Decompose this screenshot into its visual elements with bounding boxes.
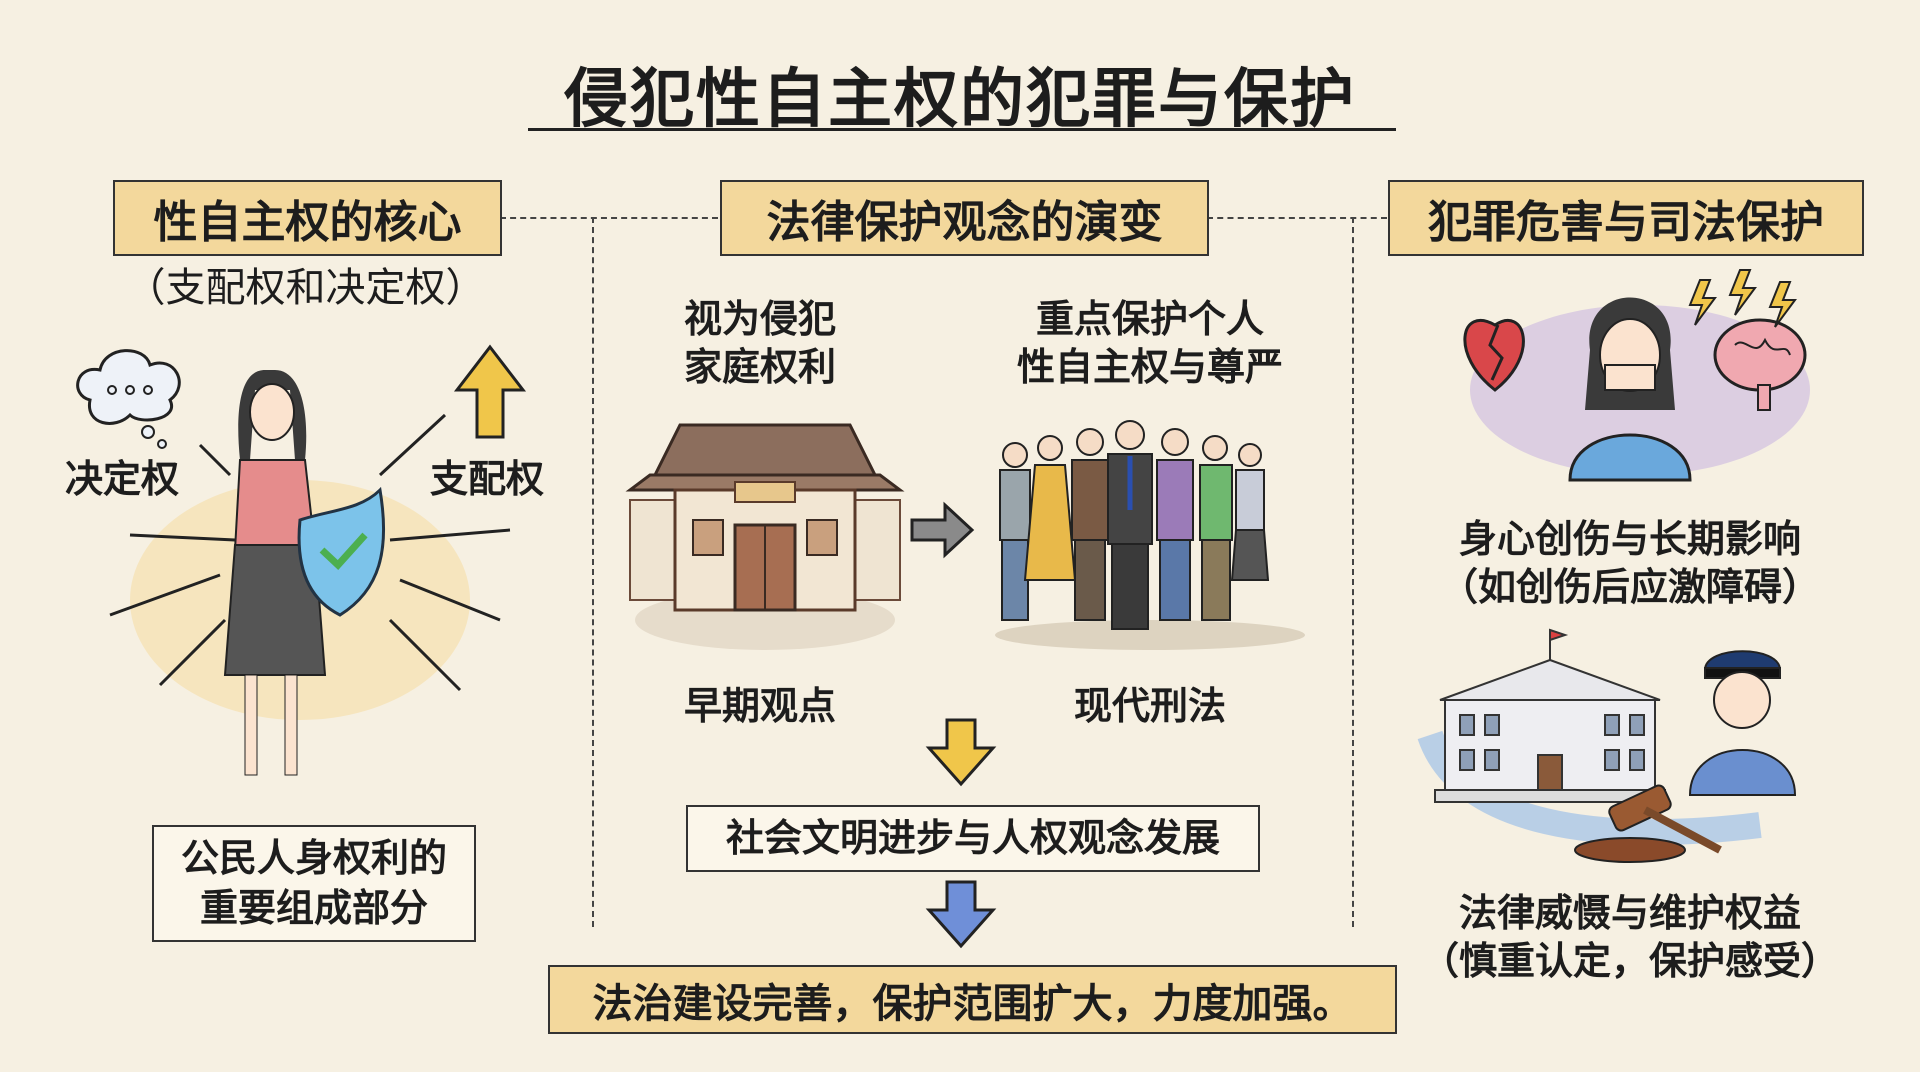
law-subtitle: （慎重认定，保护感受） bbox=[1420, 939, 1839, 983]
brain-icon bbox=[1713, 318, 1807, 411]
title-underline bbox=[528, 128, 1396, 131]
label-control-right: 支配权 bbox=[430, 457, 545, 501]
connector-left-middle bbox=[500, 217, 718, 219]
early-desc-line-1: 视为侵犯 bbox=[683, 297, 836, 341]
up-arrow-icon bbox=[453, 344, 527, 439]
traditional-house-illustration bbox=[625, 423, 905, 650]
woman-with-shield-illustration bbox=[109, 370, 511, 776]
right-header: 犯罪危害与司法保护 bbox=[1388, 180, 1864, 256]
box-line-2: 重要组成部分 bbox=[199, 885, 428, 930]
gavel-icon bbox=[1574, 784, 1722, 863]
early-label: 早期观点 bbox=[683, 684, 836, 728]
lightning-icon bbox=[1688, 269, 1797, 328]
connector-middle-right bbox=[1207, 217, 1387, 219]
modern-desc-line-2: 性自主权与尊严 bbox=[1016, 344, 1283, 389]
modern-description: 重点保护个人 性自主权与尊严 bbox=[970, 296, 1330, 391]
courthouse-icon bbox=[1434, 628, 1666, 803]
police-officer-icon bbox=[1688, 650, 1797, 796]
harm-subtitle: （如创伤后应激障碍） bbox=[1439, 565, 1820, 609]
harm-title: 身心创伤与长期影响 bbox=[1458, 517, 1801, 561]
early-description: 视为侵犯 家庭权利 bbox=[610, 296, 910, 391]
down-arrow-blue-icon bbox=[925, 880, 997, 949]
middle-header: 法律保护观念的演变 bbox=[720, 180, 1209, 256]
trauma-illustration bbox=[1463, 269, 1810, 482]
page-title: 侵犯性自主权的犯罪与保护 bbox=[564, 63, 1356, 137]
down-arrow-yellow-icon bbox=[925, 718, 997, 787]
label-decide-right: 决定权 bbox=[65, 457, 180, 501]
progress-box: 社会文明进步与人权观念发展 bbox=[686, 805, 1260, 872]
divider-left bbox=[592, 217, 594, 927]
modern-desc-line-1: 重点保护个人 bbox=[1035, 297, 1264, 341]
result-box: 法治建设完善，保护范围扩大，力度加强。 bbox=[548, 965, 1397, 1034]
court-and-police-illustration bbox=[1417, 628, 1797, 863]
right-arrow-icon bbox=[910, 501, 975, 559]
left-header: 性自主权的核心 bbox=[113, 180, 502, 256]
divider-right bbox=[1352, 217, 1354, 927]
box-line-1: 公民人身权利的 bbox=[180, 836, 447, 881]
left-subtitle: （支配权和决定权） bbox=[125, 265, 486, 311]
citizen-rights-box: 公民人身权利的 重要组成部分 bbox=[152, 825, 476, 942]
group-of-people-illustration bbox=[995, 420, 1305, 650]
thought-cloud-icon bbox=[76, 349, 181, 449]
early-desc-line-2: 家庭权利 bbox=[683, 344, 836, 389]
broken-heart-icon bbox=[1463, 318, 1525, 392]
modern-label: 现代刑法 bbox=[1073, 684, 1226, 728]
law-title: 法律威慑与维护权益 bbox=[1458, 891, 1801, 935]
